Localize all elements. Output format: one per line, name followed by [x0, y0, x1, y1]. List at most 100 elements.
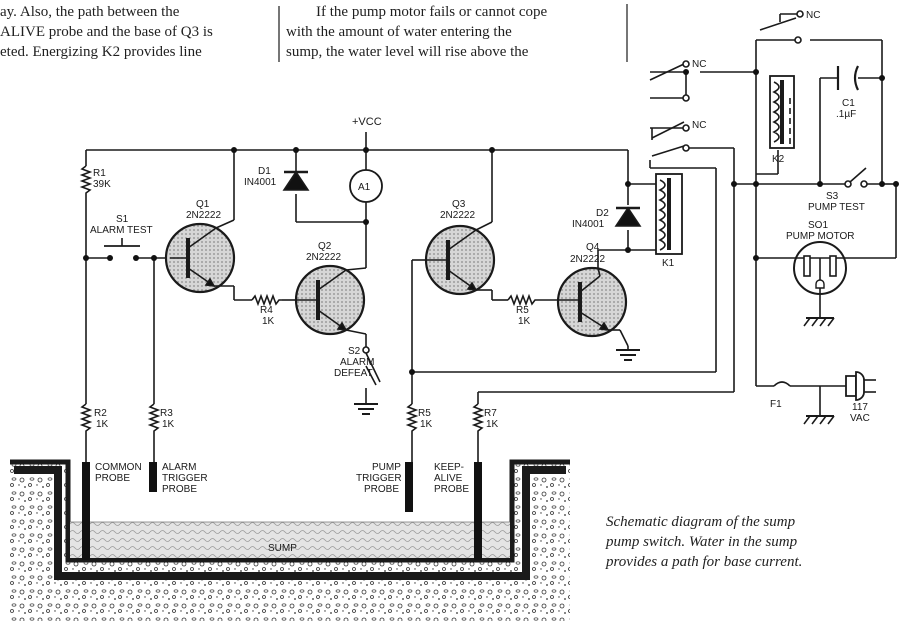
common-probe — [82, 462, 90, 560]
ground-symbol — [354, 402, 378, 415]
s3-label: S3 — [826, 191, 839, 202]
r2-resistor — [79, 403, 93, 434]
q1-label: Q1 — [196, 199, 210, 210]
q2-part: 2N2222 — [306, 252, 341, 263]
s2-name-2: DEFEAT — [334, 368, 373, 379]
alarm-trigger-probe-label: TRIGGER — [162, 473, 208, 484]
r1-resistor — [79, 165, 93, 196]
common-probe-label: PROBE — [95, 473, 130, 484]
s3-switch — [844, 167, 868, 188]
a1-alarm — [349, 169, 383, 203]
q3-transistor — [424, 221, 496, 296]
chassis-ground-symbol — [803, 415, 835, 425]
r3-label: R3 — [160, 408, 173, 419]
q2-label: Q2 — [318, 241, 332, 252]
caption-line: pump switch. Water in the sump — [606, 534, 798, 550]
r5-probe-resistor — [405, 403, 419, 434]
s2-name-1: ALARM — [340, 357, 374, 368]
d2-diode — [614, 206, 642, 227]
pump-trigger-probe — [405, 462, 413, 512]
r7-label: R7 — [484, 408, 497, 419]
sump-pit — [10, 459, 570, 621]
f1-label: F1 — [770, 399, 782, 410]
caption-line: provides a path for base current. — [606, 554, 803, 570]
q1-transistor — [164, 219, 236, 294]
vac-label: VAC — [850, 413, 870, 424]
d1-label: D1 — [258, 166, 271, 177]
junction-dots — [83, 69, 899, 375]
c1-label: C1 — [842, 98, 855, 109]
alarm-trigger-probe-label: ALARM — [162, 462, 196, 473]
k2-relay-coil — [769, 75, 795, 149]
r2-label: R2 — [94, 408, 107, 419]
r7-value: 1K — [486, 419, 499, 430]
q3-part: 2N2222 — [440, 210, 475, 221]
keep-alive-probe-label: KEEP- — [434, 462, 464, 473]
d2-label: D2 — [596, 208, 609, 219]
keep-alive-probe — [474, 462, 482, 560]
nc-label: NC — [806, 10, 820, 21]
pump-trigger-probe-label: TRIGGER — [356, 473, 402, 484]
r5-label: R5 — [516, 305, 529, 316]
article-line: If the pump motor fails or cannot cope — [316, 4, 548, 20]
pump-trigger-probe-label: PUMP — [372, 462, 401, 473]
nc-label: NC — [692, 59, 706, 70]
r3-value: 1K — [162, 419, 175, 430]
ac-plug — [845, 371, 876, 401]
r5-probe-label: R5 — [418, 408, 431, 419]
keep-alive-probe-label: PROBE — [434, 484, 469, 495]
keep-alive-probe-label: ALIVE — [434, 473, 463, 484]
vcc-label: +VCC — [352, 116, 382, 128]
r4-value: 1K — [262, 316, 275, 327]
q4-label: Q4 — [586, 242, 600, 253]
so1-name: PUMP MOTOR — [786, 231, 855, 242]
r3-resistor — [147, 403, 161, 434]
k2-label: K2 — [772, 154, 785, 165]
r2-value: 1K — [96, 419, 109, 430]
r5-resistor — [507, 293, 538, 307]
d2-part: IN4001 — [572, 219, 605, 230]
article-line: ALIVE probe and the base of Q3 is — [0, 24, 213, 40]
r1-value: 39K — [93, 179, 111, 190]
so1-socket — [793, 241, 847, 295]
r5-value: 1K — [518, 316, 531, 327]
k1-label: K1 — [662, 258, 675, 269]
s2-label: S2 — [348, 346, 361, 357]
c1-capacitor — [836, 65, 859, 91]
q3-label: Q3 — [452, 199, 466, 210]
a1-label: A1 — [358, 182, 371, 193]
d1-diode — [282, 170, 310, 191]
r7-resistor — [471, 403, 485, 434]
vac-label: 117 — [852, 402, 868, 413]
q4-part: 2N2222 — [570, 254, 605, 265]
d1-part: IN4001 — [244, 177, 277, 188]
alarm-trigger-probe-label: PROBE — [162, 484, 197, 495]
article-line: ay. Also, the path between the — [0, 4, 180, 20]
s1-label: S1 — [116, 214, 129, 225]
q1-part: 2N2222 — [186, 210, 221, 221]
alarm-trigger-probe — [149, 462, 157, 492]
s1-name: ALARM TEST — [90, 225, 153, 236]
r1-label: R1 — [93, 168, 106, 179]
s1-switch — [104, 238, 140, 247]
s2-switch — [362, 346, 381, 383]
nc-label: NC — [692, 120, 706, 131]
r5-probe-value: 1K — [420, 419, 433, 430]
article-line: with the amount of water entering the — [286, 24, 512, 40]
k2-contacts — [649, 10, 804, 102]
s3-name: PUMP TEST — [808, 202, 865, 213]
r4-resistor — [251, 293, 282, 307]
k1-contacts — [649, 121, 690, 169]
article-middle-column: If the pump motor fails or cannot cope w… — [286, 2, 610, 62]
q2-transistor — [294, 264, 367, 336]
r4-label: R4 — [260, 305, 273, 316]
c1-value: .1µF — [836, 109, 856, 120]
common-probe-label: COMMON — [95, 462, 142, 473]
article-line: sump, the water level will rise above th… — [286, 44, 529, 60]
caption-line: Schematic diagram of the sump — [606, 514, 796, 530]
k1-relay-coil — [655, 173, 683, 255]
sump-label: SUMP — [268, 543, 297, 554]
wiring — [85, 13, 897, 462]
